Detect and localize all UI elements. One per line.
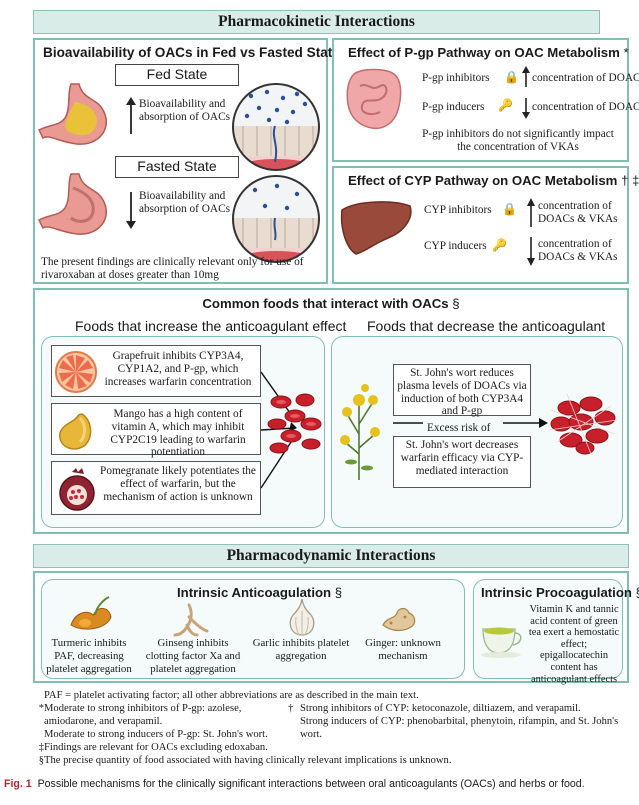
pgp-title-mark: * <box>623 45 629 60</box>
fasted-bioavailability-text: Bioavailability and absorption of OACs <box>139 190 230 215</box>
mango-box: Mango has a high content of vitamin A, w… <box>51 403 261 458</box>
fed-up-arrow-icon <box>126 97 136 134</box>
procoag-title: Intrinsic Procoagulation § <box>481 585 639 600</box>
cyp-inducers-down-arrow-icon <box>527 237 535 266</box>
stjohns-doac-box: St. John's wort reduces plasma levels of… <box>393 364 531 418</box>
bioavailability-panel: Bioavailability of OACs in Fed vs Fasted… <box>33 38 340 284</box>
mango-text: Mango has a high content of vitamin A, w… <box>110 408 246 459</box>
anticoag-title-text: Intrinsic Anticoagulation <box>177 585 332 600</box>
grapefruit-icon <box>55 351 97 393</box>
excess-risk-arrow-icon <box>393 418 548 428</box>
cyp-title-text: Effect of CYP Pathway on OAC Metabolism <box>348 173 618 188</box>
ginseng-text: Ginseng inhibits clotting factor Xa and … <box>145 637 241 675</box>
ginseng-icon <box>173 603 209 637</box>
footnote-dagger-text: Strong inhibitors of CYP: ketoconazole, … <box>300 703 581 714</box>
grapefruit-box: Grapefruit inhibits CYP3A4, CYP1A2, and … <box>51 345 261 397</box>
fasted-intestine-icon <box>232 175 320 263</box>
ginger-icon <box>382 607 416 632</box>
garlic-icon <box>289 598 315 636</box>
stjohns-warfarin-text: St. John's wort decreases warfarin effic… <box>400 439 524 477</box>
excess-risk-label: Excess risk of <box>427 422 491 434</box>
footnote-star-text-2: Moderate to strong inducers of P-gp: St.… <box>44 729 268 740</box>
procoag-title-text: Intrinsic Procoagulation <box>481 585 632 600</box>
footnote-section-symbol: § <box>38 755 44 766</box>
fed-stomach-icon <box>37 83 108 145</box>
cyp-title: Effect of CYP Pathway on OAC Metabolism … <box>348 173 639 188</box>
pgp-note: P-gp inhibitors do not significantly imp… <box>422 128 614 153</box>
pgp-inhibitors-up-arrow-icon <box>522 66 530 87</box>
footnote-section-text: The precise quantity of food associated … <box>44 755 452 766</box>
foods-title-mark: § <box>452 296 460 311</box>
pgp-inducers-effect: concentration of DOACs <box>532 101 639 113</box>
fasted-down-arrow-icon <box>126 192 136 229</box>
foods-panel: Common foods that interact with OACs § F… <box>33 288 629 534</box>
pomegranate-box: Pomegranate likely potentiates the effec… <box>51 461 261 515</box>
turmeric-text: Turmeric inhibits PAF, decreasing platel… <box>46 637 132 675</box>
procoag-title-mark: § <box>636 585 639 600</box>
red-blood-cells-icon <box>267 393 322 454</box>
bioavailability-note: The present findings are clinically rele… <box>41 256 304 281</box>
garlic-text: Garlic inhibits platelet aggregation <box>252 637 350 662</box>
bioavailability-title: Bioavailability of OACs in Fed vs Fasted… <box>43 45 340 60</box>
mango-icon <box>59 413 92 450</box>
footnote-ddagger-text: Findings are relevant for OACs excluding… <box>44 742 268 753</box>
caption-label: Fig. 1 <box>4 778 32 790</box>
pgp-inducers-down-arrow-icon <box>522 98 530 119</box>
fasted-state-label: Fasted State <box>115 156 239 178</box>
fasted-stomach-icon <box>37 173 108 235</box>
blood-clot-icon <box>548 393 618 455</box>
pgp-title: Effect of P-gp Pathway on OAC Metabolism… <box>348 45 629 60</box>
cyp-inhibitors-lock-icon: 🔒 <box>502 202 517 216</box>
anticoag-title-mark: § <box>334 585 343 600</box>
pgp-inhibitors-effect: concentration of DOACs <box>532 72 639 84</box>
caption-text: Possible mechanisms for the clinically s… <box>37 778 585 790</box>
fed-bioavailability-text: Bioavailability and absorption of OACs <box>139 98 230 123</box>
turmeric-icon <box>70 596 112 630</box>
cyp-panel: Effect of CYP Pathway on OAC Metabolism … <box>332 166 639 284</box>
pomegranate-text: Pomegranate likely potentiates the effec… <box>100 465 256 503</box>
foods-title: Common foods that interact with OACs § <box>35 296 627 311</box>
procoag-text: Vitamin K and tannic acid content of gre… <box>528 604 620 685</box>
pgp-title-text: Effect of P-gp Pathway on OAC Metabolism <box>348 45 620 60</box>
footnote-star-text: Moderate to strong inhibitors of P-gp: a… <box>44 703 242 727</box>
st-johns-wort-icon <box>340 384 380 480</box>
cyp-inducers-effect: concentration of DOACs & VKAs <box>538 238 618 263</box>
pgp-inducers-label: P-gp inducers <box>422 101 485 113</box>
stjohns-doac-text: St. John's wort reduces plasma levels of… <box>397 367 527 418</box>
pharmacodynamic-panel: Intrinsic Anticoagulation § Turmeric inh… <box>33 571 639 685</box>
stjohns-warfarin-box: St. John's wort decreases warfarin effic… <box>393 436 531 488</box>
footnote-ddagger-symbol: ‡ <box>38 742 44 753</box>
figure-caption: Fig. 1 Possible mechanisms for the clini… <box>4 778 636 790</box>
fed-intestine-icon <box>232 83 320 171</box>
pharmacodynamic-title: Pharmacodynamic Interactions <box>226 547 436 564</box>
pgp-inhibitors-lock-icon: 🔒 <box>504 70 519 84</box>
foods-title-text: Common foods that interact with OACs <box>202 296 449 311</box>
pharmacokinetic-title: Pharmacokinetic Interactions <box>218 13 415 30</box>
intestine-icon <box>346 68 402 130</box>
ginger-text: Ginger: unknown mechanism <box>365 637 441 662</box>
cyp-inhibitors-label: CYP inhibitors <box>424 204 492 216</box>
footnote-dagger-symbol: † <box>288 703 294 714</box>
green-tea-icon <box>481 627 522 658</box>
footnote-star-symbol: * <box>38 703 44 714</box>
footnote-dagger-text-2: Strong inducers of CYP: phenobarbital, p… <box>300 716 619 740</box>
cyp-inhibitors-effect: concentration of DOACs & VKAs <box>538 200 618 225</box>
cyp-inducers-key-icon: 🔑 <box>492 238 507 252</box>
cyp-inhibitors-up-arrow-icon <box>527 198 535 227</box>
footnote-paf: PAF = platelet activating factor; all ot… <box>44 690 419 701</box>
pgp-inducers-key-icon: 🔑 <box>498 98 513 112</box>
fed-state-label: Fed State <box>115 64 239 86</box>
cyp-title-mark: † ‡ <box>621 173 639 188</box>
pharmacokinetic-banner: Pharmacokinetic Interactions <box>33 10 600 34</box>
pgp-inhibitors-label: P-gp inhibitors <box>422 72 490 84</box>
liver-icon <box>340 201 412 255</box>
pharmacodynamic-banner: Pharmacodynamic Interactions <box>33 544 629 568</box>
anticoag-title: Intrinsic Anticoagulation § <box>177 585 342 600</box>
cyp-inducers-label: CYP inducers <box>424 240 487 252</box>
increase-heading: Foods that increase the anticoagulant ef… <box>75 318 347 334</box>
grapefruit-text: Grapefruit inhibits CYP3A4, CYP1A2, and … <box>104 350 252 388</box>
pgp-panel: Effect of P-gp Pathway on OAC Metabolism… <box>332 38 639 162</box>
pomegranate-icon <box>59 468 95 511</box>
